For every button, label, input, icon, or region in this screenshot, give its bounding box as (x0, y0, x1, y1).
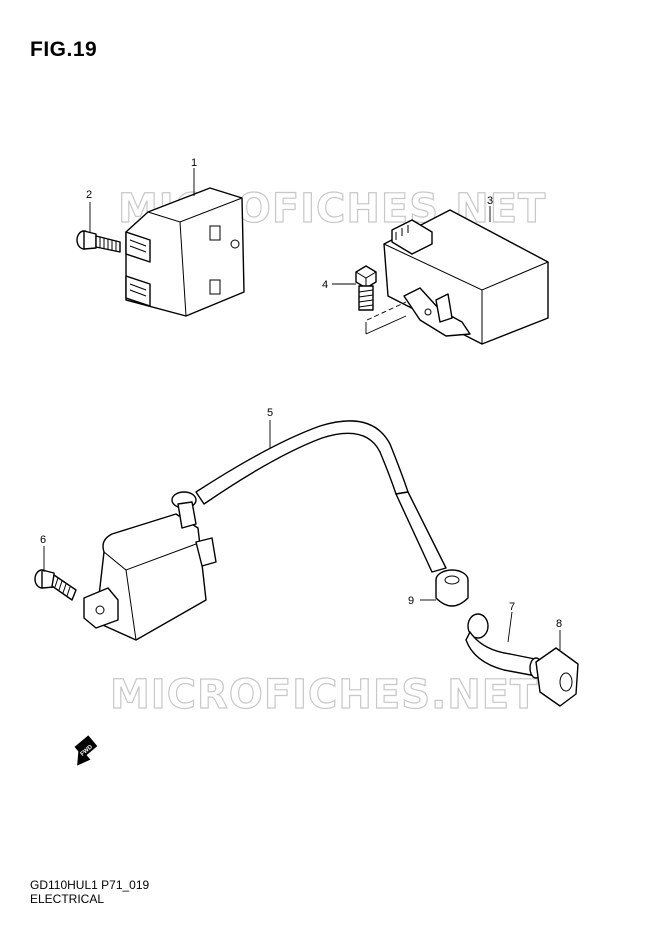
part-4-screw (355, 265, 407, 335)
part-2-bolt (76, 230, 121, 253)
callout-9: 9 (408, 595, 414, 607)
callout-8: 8 (556, 618, 562, 630)
section-name: ELECTRICAL (30, 892, 105, 906)
part-3-cdi-unit (383, 209, 549, 345)
callout-7: 7 (509, 601, 515, 613)
part-8-boot (535, 647, 579, 707)
figure-title: FIG.19 (30, 38, 98, 61)
part-9-cap (435, 569, 469, 607)
part-6-bolt (34, 569, 77, 601)
watermark-bottom: MICROFICHES.NET (110, 672, 538, 718)
callout-3: 3 (487, 195, 493, 207)
callout-4: 4 (322, 279, 328, 291)
part-1-regulator (125, 187, 245, 317)
callout-5: 5 (267, 407, 273, 419)
part-7-plug-cap (465, 613, 543, 679)
callout-6: 6 (40, 534, 46, 546)
diagram-code: GD110HUL1 P71_019 (30, 878, 150, 892)
callout-1: 1 (191, 157, 197, 169)
callout-2: 2 (86, 189, 92, 201)
part-5-ignition-coil (83, 420, 447, 641)
fwd-arrow-icon: FWD (74, 735, 98, 766)
